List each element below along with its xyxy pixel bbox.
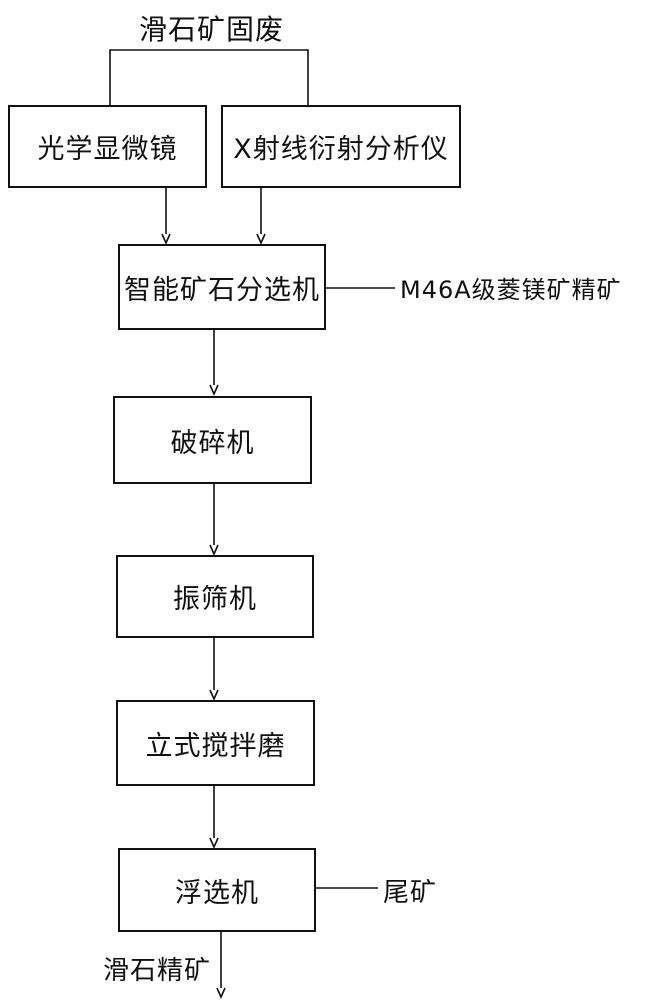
arrow-head-icon (216, 987, 226, 999)
flotation-box: 浮选机 (118, 848, 316, 932)
tailings-label: 尾矿 (383, 878, 438, 908)
crusher-box: 破碎机 (113, 396, 312, 484)
mill-box: 立式搅拌磨 (116, 700, 315, 786)
sorter-box: 智能矿石分选机 (118, 244, 326, 330)
arrow-head-icon (256, 233, 266, 245)
arrow-head-icon (161, 233, 171, 245)
arrow-head-icon (209, 837, 219, 849)
product-label: 滑石精矿 (103, 956, 212, 986)
source-label: 滑石矿固废 (139, 13, 285, 46)
screen-box: 振筛机 (116, 555, 314, 638)
arrow-head-icon (209, 689, 219, 701)
sorter-output-label: M46A级菱镁矿精矿 (400, 276, 622, 304)
xrd-box: X射线衍射分析仪 (221, 105, 461, 188)
microscope-box: 光学显微镜 (8, 105, 207, 188)
arrow-head-icon (209, 544, 219, 556)
source-split-line (109, 49, 309, 106)
arrow-head-icon (209, 384, 219, 396)
